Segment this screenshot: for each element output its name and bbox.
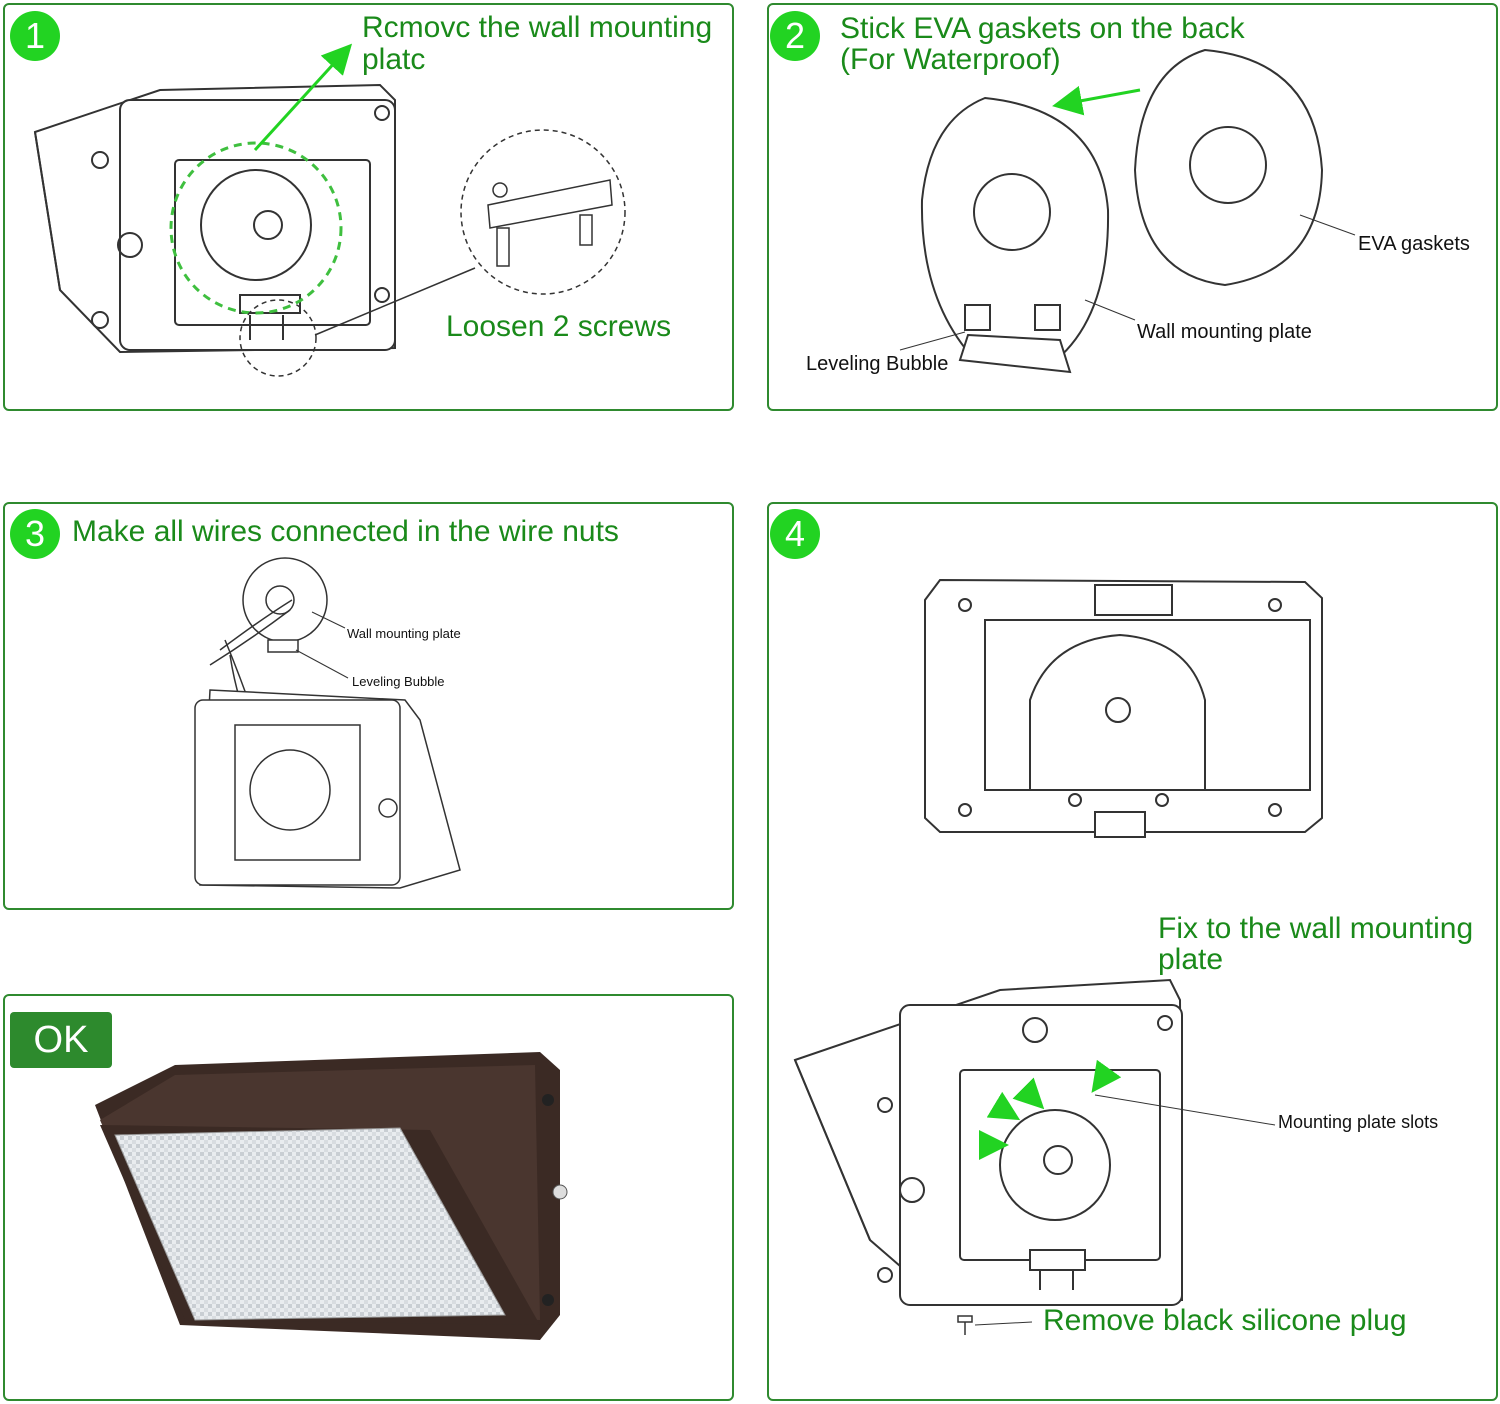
step-2-panel <box>767 3 1498 411</box>
step-2-title-line1: Stick EVA gaskets on the back <box>840 12 1245 45</box>
step-4-fixture <box>793 978 1184 1307</box>
step-1-callout: Loosen 2 screws <box>446 310 672 343</box>
step-3-fixture <box>194 689 461 889</box>
step-3-leader-lines <box>295 611 349 679</box>
step-3-bubble-label: Leveling Bubble <box>352 674 445 689</box>
step-4-badge: 4 <box>770 509 820 559</box>
step-4-leader-lines <box>974 1094 1276 1326</box>
step-2-eva-label: EVA gaskets <box>1358 233 1470 255</box>
step-1-title: Rcmovc the wall mounting platc <box>362 11 713 76</box>
step-1-screw-zoom <box>239 129 626 377</box>
step-4-slots-label: Mounting plate slots <box>1278 1112 1439 1132</box>
step-1-fixture <box>33 83 396 354</box>
step-4-title-line2: plate <box>1158 943 1224 976</box>
screw-icon <box>957 1315 973 1335</box>
step-2-arrow-icon <box>1052 85 1141 116</box>
step-3-plate <box>242 557 328 653</box>
step-1-badge: 1 <box>10 11 60 61</box>
step-4-green-arrows <box>979 1059 1122 1160</box>
step-2-title-line2: (For Waterproof) <box>840 43 1061 76</box>
ok-wall-pack-light <box>95 1052 568 1340</box>
step-2-badge: 2 <box>770 11 820 61</box>
step-2-eva-gasket <box>1133 48 1324 287</box>
step-3-badge: 3 <box>10 509 60 559</box>
step-4-callout: Remove black silicone plug <box>1043 1304 1407 1337</box>
step-4-title-line1: Fix to the wall mounting <box>1158 912 1474 945</box>
step-3-title: Make all wires connected in the wire nut… <box>72 515 619 548</box>
ok-badge: OK <box>10 1012 112 1068</box>
step-4-bracket <box>924 578 1323 838</box>
step-1-highlight-circle <box>169 141 343 315</box>
step-2-leader-lines <box>899 214 1356 351</box>
step-3-plate-label: Wall mounting plate <box>347 626 461 641</box>
step-2-mounting-plate <box>920 96 1110 374</box>
step-2-bubble-label: Leveling Bubble <box>806 353 949 375</box>
step-2-plate-label: Wall mounting plate <box>1137 321 1312 343</box>
step-1-arrow-icon <box>253 43 353 152</box>
